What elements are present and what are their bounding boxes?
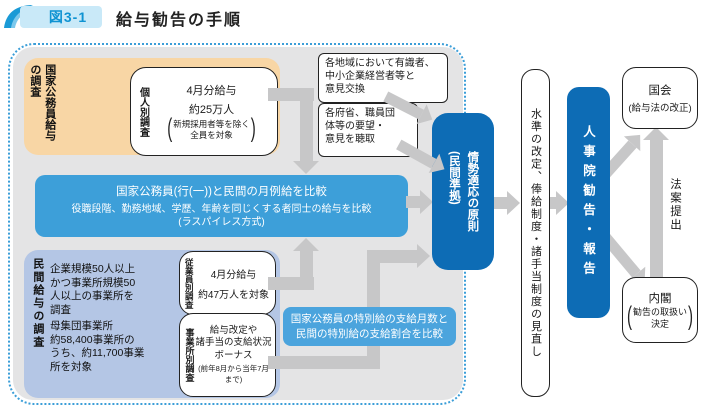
cabinet-note: 勧告の取扱い 決定	[632, 307, 687, 329]
employee-survey-month: 4月分給与	[210, 269, 257, 281]
national-survey-label: 国家公務員給与 の調査	[28, 64, 56, 141]
private-survey-population-note: 母集団事業所 約58,400事業所の うち、約11,700事業 所を対象	[50, 320, 145, 373]
diet-name: 国会	[648, 85, 672, 97]
employee-survey-count: 約47万人を対象	[197, 289, 270, 301]
cabinet-name: 内閣	[648, 293, 672, 306]
individual-survey-note: 新規採用者等を除く 全員を対象	[173, 119, 250, 140]
cabinet-box: 内閣 勧告の取扱い 決定	[622, 277, 698, 343]
figure-title: 給与勧告の手順	[116, 12, 243, 29]
employee-survey-tab: 従業員別調査	[184, 257, 195, 309]
private-survey-scope-note: 企業規模50人以上 かつ事業所規模50 人以上の事業所を 調査	[50, 263, 136, 316]
figure-badge	[20, 6, 102, 28]
individual-survey-month: 4月分給与	[186, 85, 237, 98]
figure-badge-swoosh-icon	[4, 5, 37, 28]
principle-label: 情勢適応の原則 (民間準拠)	[448, 151, 479, 232]
revision-box: 水準の改定、俸給制度・諸手当制度の見直し	[521, 69, 550, 397]
individual-survey-count: 約25万人	[188, 104, 235, 117]
ministries-hearing-box: 各府省、職員団 体等の要望・ 意見を聴取	[318, 103, 418, 157]
private-survey-label: 民間給与の調査	[31, 258, 44, 349]
monthly-comparison-bar: 国家公務員(行(一))と民間の月例給を比較 役職段階、勤務地域、学歴、年齢を同じ…	[35, 175, 408, 237]
regional-exchange-box: 各地域において有識者、 中小企業経営者等と 意見交換	[318, 53, 448, 103]
monthly-comparison-line2: 役職段階、勤務地域、学歴、年齢を同じくする者同士の給与を比較 (ラスパイレス方式…	[71, 204, 372, 228]
individual-survey-tab: 個人別調査	[137, 86, 149, 137]
establishment-survey-box: 事業所別調査 給与改定や 諸手当の支給状況 ボーナス (前年8月から当年7月まで…	[179, 313, 276, 397]
figure-badge-label: 図3-1	[48, 9, 88, 25]
npa-recommendation-box: 人事院勧告・報告	[567, 87, 610, 318]
npa-recommendation-label: 人事院勧告・報告	[581, 124, 595, 281]
revision-label: 水準の改定、俸給制度・諸手当制度の見直し	[529, 108, 542, 358]
diet-note: (給与法の改正)	[628, 103, 692, 114]
establishment-survey-period: (前年8月から当年7月まで)	[198, 364, 269, 385]
establishment-survey-items: 給与改定や 諸手当の支給状況 ボーナス	[195, 324, 272, 361]
diet-box: 国会 (給与法の改正)	[622, 67, 698, 129]
individual-survey-box: 個人別調査 4月分給与 約25万人 新規採用者等を除く 全員を対象	[130, 67, 278, 156]
employee-survey-box: 従業員別調査 4月分給与 約47万人を対象	[179, 251, 276, 315]
special-pay-comparison-box: 国家公務員の特別給の支給月数と 民間の特別給の支給割合を比較	[283, 307, 456, 346]
bill-submission-label: 法案提出	[669, 178, 681, 232]
monthly-comparison-line1: 国家公務員(行(一))と民間の月例給を比較	[116, 186, 327, 198]
principle-box: 情勢適応の原則 (民間準拠)	[432, 113, 494, 270]
establishment-survey-tab: 事業所別調査	[184, 328, 195, 382]
